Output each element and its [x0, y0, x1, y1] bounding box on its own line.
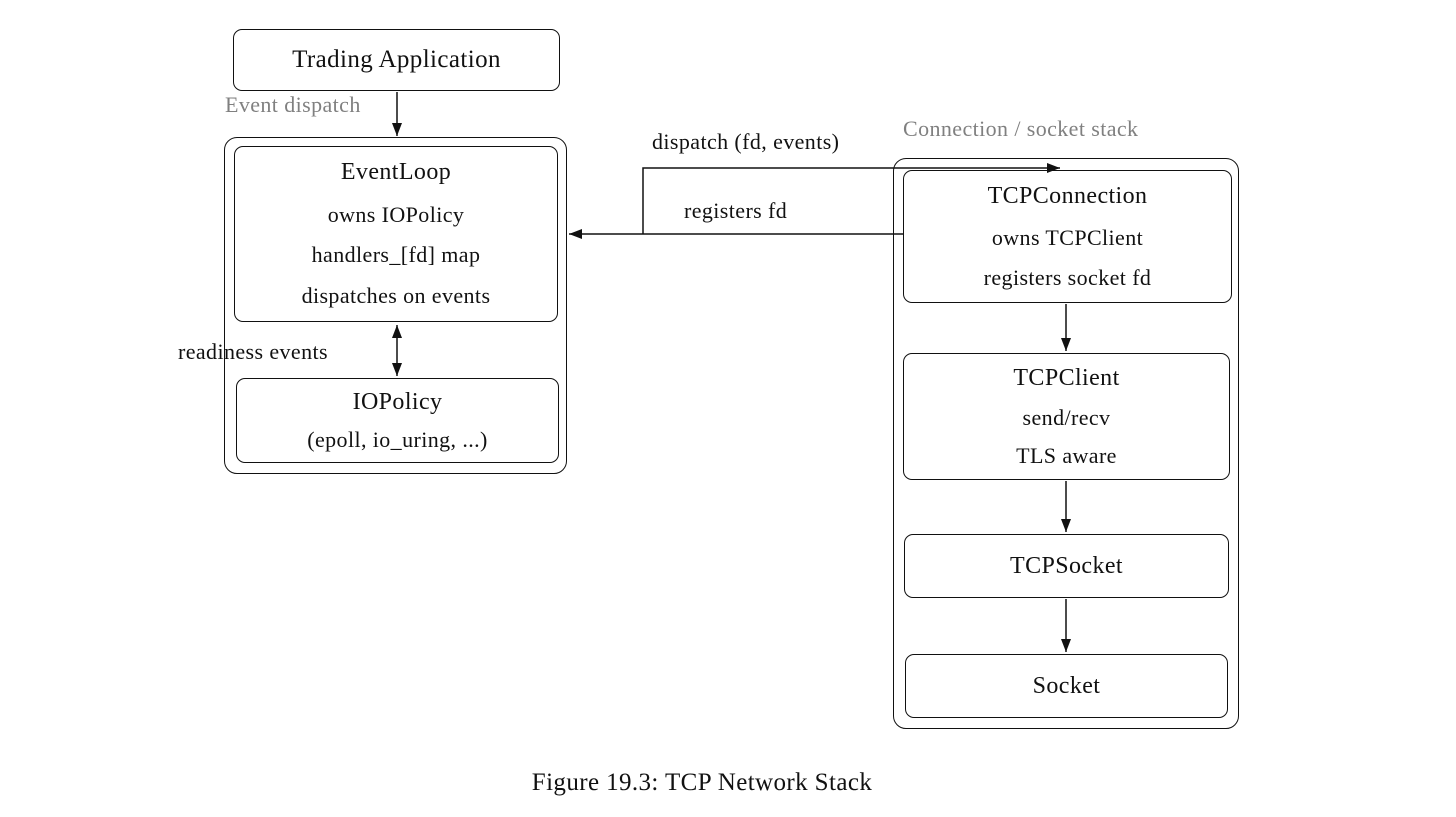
tcp-socket-title: TCPSocket [1010, 552, 1123, 579]
event-loop-container [224, 137, 567, 474]
event-dispatch-label: Event dispatch [225, 92, 361, 117]
event-loop-line: handlers_[fd] map [311, 242, 481, 268]
connection-socket-stack-label: Connection / socket stack [903, 116, 1139, 141]
io-policy-title: IOPolicy [352, 388, 443, 415]
io-policy-box: IOPolicy (epoll, io_uring, ...) [236, 378, 559, 463]
event-loop-line: owns IOPolicy [327, 201, 465, 227]
io-policy-line: (epoll, io_uring, ...) [307, 427, 488, 453]
socket-stack-container [893, 158, 1239, 729]
tcp-connection-box: TCPConnection owns TCPClient registers s… [903, 170, 1232, 303]
tcp-connection-title: TCPConnection [987, 183, 1148, 210]
trading-application-title: Trading Application [292, 46, 501, 74]
event-loop-box: EventLoop owns IOPolicy handlers_[fd] ma… [234, 146, 558, 322]
figure-caption: Figure 19.3: TCP Network Stack [531, 769, 873, 796]
registers-fd-edge-label: registers fd [684, 198, 788, 223]
socket-box: Socket [905, 654, 1228, 718]
tcp-client-line: TLS aware [1016, 442, 1117, 468]
tcp-client-title: TCPClient [1013, 365, 1120, 392]
readiness-events-label: readiness events [178, 339, 328, 364]
socket-title: Socket [1032, 672, 1101, 699]
tcp-connection-line: owns TCPClient [991, 224, 1144, 250]
trading-application-box: Trading Application [233, 29, 560, 91]
dispatch-edge-label: dispatch (fd, events) [652, 129, 840, 154]
tcp-client-box: TCPClient send/recv TLS aware [903, 353, 1230, 480]
event-loop-title: EventLoop [340, 159, 452, 186]
tcp-client-line: send/recv [1022, 404, 1111, 430]
tcp-socket-box: TCPSocket [904, 534, 1229, 598]
event-loop-line: dispatches on events [301, 283, 491, 309]
tcp-connection-line: registers socket fd [983, 264, 1152, 290]
